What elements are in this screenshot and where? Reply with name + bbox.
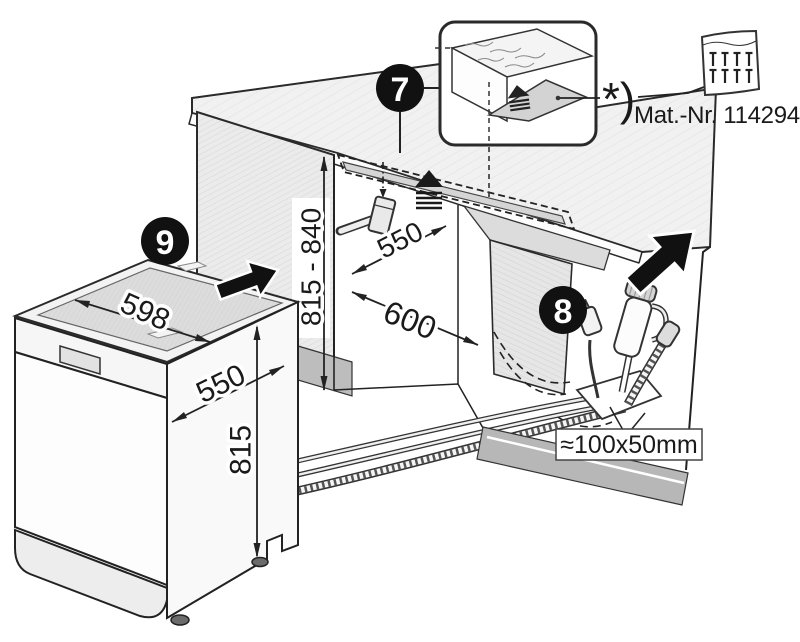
- callout-pointer-left: [609, 406, 624, 431]
- sachet-leader-line: [637, 86, 705, 98]
- cutout-size-label: ≈100x50mm: [560, 431, 697, 459]
- detail-inset: [435, 20, 598, 147]
- cutout-hole: [575, 369, 663, 421]
- hose-routing-dashed-2: [493, 331, 571, 384]
- dw-height-label: 815: [225, 425, 258, 475]
- callout-pointer-right: [630, 412, 646, 431]
- niche-width-label: 600: [379, 293, 442, 346]
- floor-hoses: [292, 395, 627, 497]
- step-9-circle: [141, 217, 189, 265]
- drain-hose-icon: [624, 320, 681, 407]
- supply-hose-floor-highlight: [292, 406, 595, 478]
- screw-sachet-icon: [700, 29, 761, 97]
- step-7-circle: [376, 64, 424, 112]
- plate-mount-arrow-icon: [507, 85, 531, 112]
- niche-height-label: 815 - 840: [296, 208, 327, 326]
- niche-width-dim-line: [351, 291, 479, 346]
- cutout-size-callout: ≈100x50mm: [555, 406, 703, 461]
- power-cord-standing: [588, 339, 600, 399]
- step-7-badge: 7: [376, 64, 440, 153]
- step-9-number: 9: [156, 224, 175, 262]
- right-cabinet-top-rail: [462, 204, 611, 271]
- dw-width-dim-line: [74, 299, 211, 343]
- step-7-number: 7: [391, 71, 410, 109]
- top-corner-tab-back: [176, 261, 208, 272]
- insert-direction-arrow-icon: [213, 259, 281, 302]
- aquastop-stem-inner: [620, 351, 632, 393]
- push-direction-arrow-icon: [623, 229, 696, 297]
- steam-protection-strip: [336, 153, 576, 231]
- step-8-badge: 8: [539, 286, 587, 334]
- dishwasher-foot-front: [170, 614, 190, 626]
- footnote: *) Mat.-Nr. 114294: [602, 29, 800, 129]
- step-8-number: 8: [554, 293, 573, 331]
- dishwasher-door: [14, 350, 168, 587]
- dishwasher-plinth: [14, 528, 168, 619]
- niche-height-dimension: 815 - 840: [292, 155, 335, 391]
- power-cord-floor-highlight: [292, 396, 591, 464]
- mount-direction-arrow-icon: [415, 170, 443, 210]
- step-9-badge: 9: [141, 217, 189, 265]
- dw-depth-dim-line: [171, 365, 285, 423]
- dishwasher-foot-back: [251, 556, 269, 568]
- material-number-label: Mat.-Nr. 114294: [634, 102, 800, 129]
- drain-hose-floor-ribs: [292, 405, 626, 495]
- hose-routing-dashed-3: [555, 415, 613, 428]
- hammer-icon: [335, 162, 397, 236]
- protection-plate: [486, 79, 588, 122]
- hammer-pointer-arrowhead: [379, 189, 387, 198]
- niche-width-dimension: 600: [351, 290, 479, 350]
- counter-cross-section: [435, 28, 595, 143]
- strip-plate: [342, 161, 566, 225]
- dishwasher-height-dimension: 815: [221, 325, 261, 558]
- left-panel-plinth-block: [297, 345, 353, 397]
- right-cabinet: [333, 204, 711, 471]
- right-cabinet-front-edge: [685, 246, 711, 471]
- footnote-marker: *): [602, 73, 635, 125]
- cutout-size-box: [555, 428, 703, 461]
- strip-dashed-outline: [336, 153, 576, 231]
- dishwasher-side-panel: [166, 300, 299, 620]
- niche-depth-dim-line: [351, 225, 447, 275]
- niche-floor-edge: [333, 383, 484, 429]
- hose-cutout: [575, 279, 681, 421]
- dishwasher-handle: [59, 344, 101, 376]
- step-8-circle: [539, 286, 587, 334]
- hose-routing-dashed-1: [499, 351, 567, 396]
